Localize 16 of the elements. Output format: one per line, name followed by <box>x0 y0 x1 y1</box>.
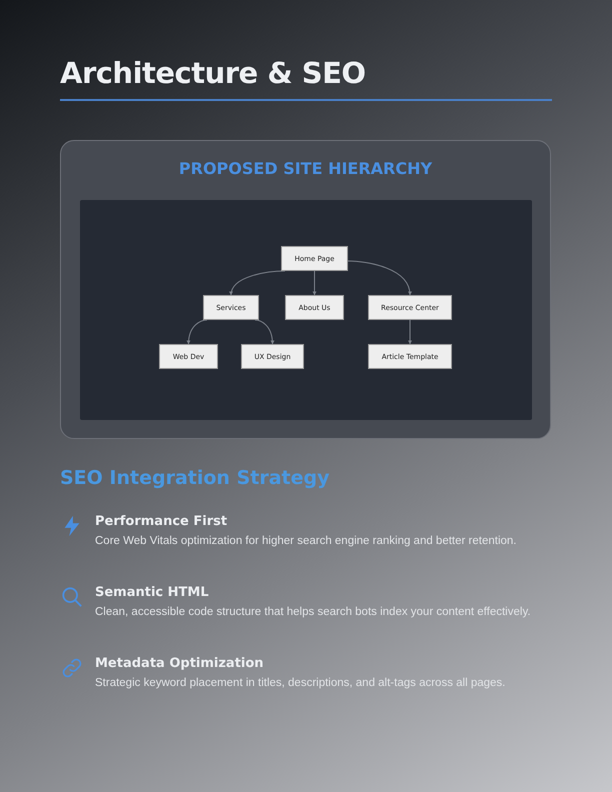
item-heading: Semantic HTML <box>95 585 209 600</box>
arrow <box>408 320 412 344</box>
item-heading: Performance First <box>95 514 228 529</box>
arrow <box>186 320 208 344</box>
diagram-panel <box>60 140 551 439</box>
section-heading: SEO Integration Strategy <box>60 467 330 489</box>
panel-heading: PROPOSED SITE HIERARCHY <box>178 159 434 178</box>
arrow <box>254 320 274 344</box>
arrow <box>348 260 412 296</box>
item-description: Clean, accessible code structure that helps search bots index your content effectively. <box>95 606 531 618</box>
item-description: Strategic keyword placement in titles, descriptions, and alt-tags across all pages. <box>95 677 506 689</box>
arrow <box>312 270 316 296</box>
arrow <box>230 270 286 296</box>
item-heading: Metadata Optimization <box>95 656 264 671</box>
item-description: Core Web Vitals optimization for higher search engine ranking and better retention. <box>95 535 516 547</box>
page-title: Architecture & SEO <box>60 56 366 90</box>
